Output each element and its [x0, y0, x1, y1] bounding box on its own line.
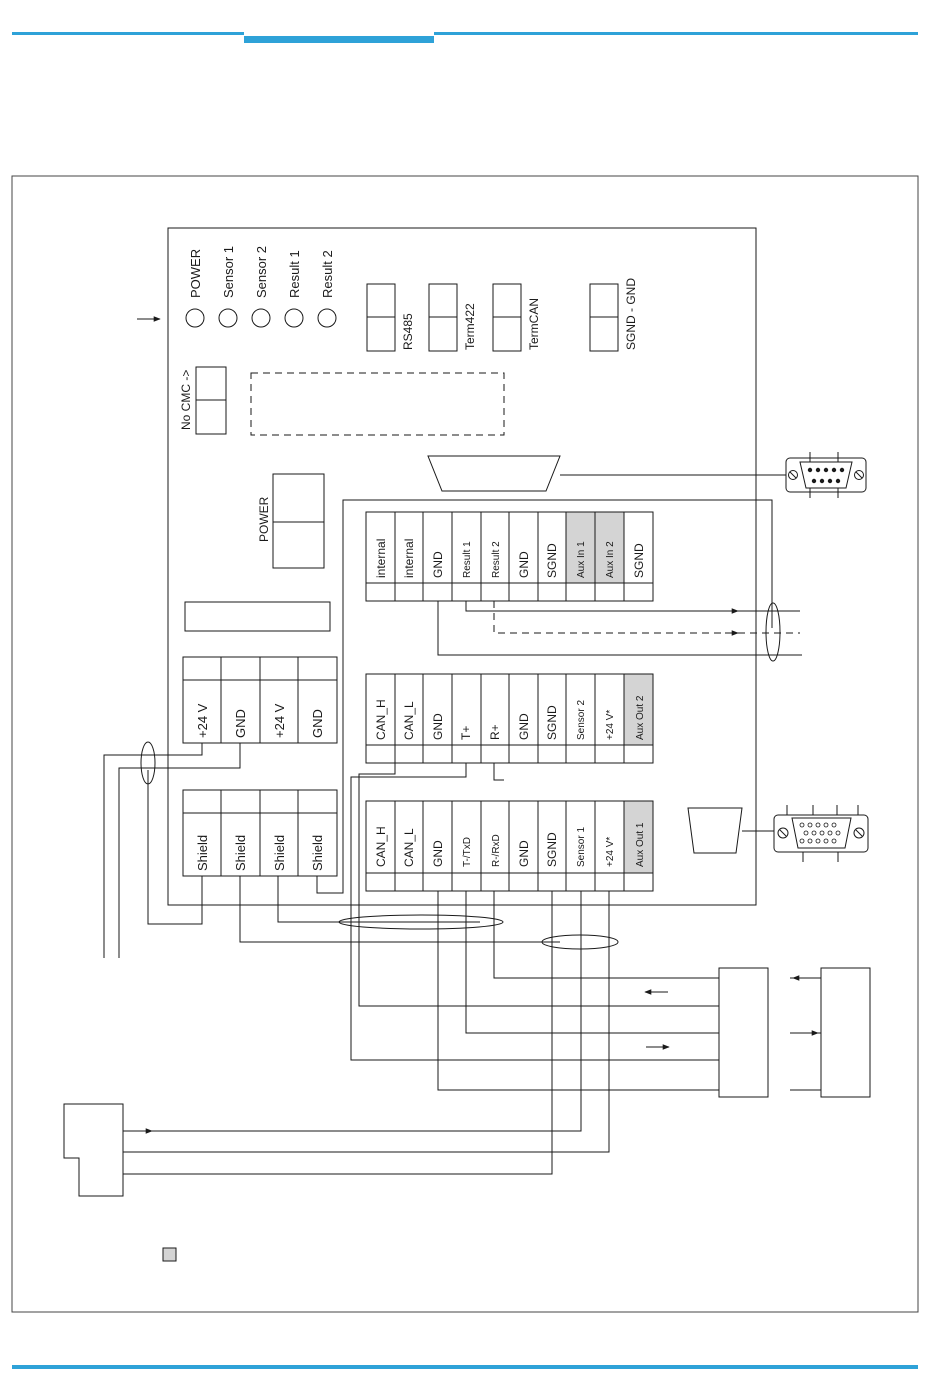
header-rule [12, 32, 918, 43]
subd-15-socket [687, 807, 743, 854]
terminal-block-middle: CAN_H CAN_L GND T+ R+ GND SGND Sensor 2 … [365, 673, 654, 764]
terminal-label: R+ [488, 724, 502, 740]
footer-rule [12, 1365, 918, 1369]
figure-frame [11, 175, 919, 1313]
led-label: Sensor 1 [221, 246, 236, 298]
host-interface-device [718, 967, 769, 1098]
terminal-label: +24 V* [605, 710, 616, 740]
led-label: POWER [188, 249, 203, 298]
terminal-label: SGND [545, 832, 559, 867]
terminal-label: Shield [310, 835, 325, 871]
sensor-device [63, 1103, 124, 1197]
terminal-label: Sensor 2 [576, 700, 587, 740]
led-result-1 [284, 308, 304, 328]
terminal-label: Shield [195, 835, 210, 871]
jumper-label: SGND - GND [624, 278, 638, 350]
terminal-label: GND [233, 709, 248, 738]
no-cmc-label: No CMC -> [179, 370, 193, 430]
subd-15-plug [773, 805, 869, 862]
terminal-block-bottom: CAN_H CAN_L GND T-/TxD R-/RxD GND SGND S… [365, 800, 654, 892]
power-connector [272, 473, 325, 569]
terminal-label: R-/RxD [491, 834, 502, 867]
terminal-label: T-/TxD [462, 837, 473, 867]
terminal-label: CAN_L [402, 701, 416, 740]
terminal-label: SGND [632, 543, 646, 578]
jumper-group: RS485 Term422 TermCAN SGND - GND [366, 278, 638, 352]
terminal-label: internal [402, 539, 416, 578]
terminal-label: internal [374, 539, 388, 578]
terminal-label: GND [517, 713, 531, 740]
terminal-label: +24 V* [605, 837, 616, 867]
cable-bundles [140, 602, 781, 950]
cmc-module-slot [250, 372, 505, 436]
terminal-label: T+ [459, 726, 473, 740]
led-result-2 [317, 308, 337, 328]
power-connector-label: POWER [257, 496, 271, 542]
power-terminal-block: +24 V GND +24 V GND [182, 656, 338, 744]
led-sensor-2 [251, 308, 271, 328]
terminal-label: Aux Out 1 [635, 822, 646, 867]
terminal-label: GND [431, 713, 445, 740]
terminal-label: Aux In 2 [605, 541, 616, 578]
terminal-label: Shield [272, 835, 287, 871]
terminal-label: GND [517, 551, 531, 578]
aux-interface-device [820, 967, 871, 1098]
terminal-label: Aux In 1 [576, 541, 587, 578]
terminal-label: Result 1 [462, 541, 473, 578]
terminal-label: +24 V [272, 703, 287, 738]
jumper-label: Term422 [463, 303, 477, 350]
signal-arrows [135, 608, 819, 1134]
terminal-label: CAN_H [374, 826, 388, 867]
terminal-label: GND [431, 840, 445, 867]
terminal-label: SGND [545, 705, 559, 740]
terminal-label: CAN_H [374, 699, 388, 740]
led-label: Result 1 [287, 250, 302, 298]
connection-module-board [167, 227, 757, 906]
jumper-label: TermCAN [527, 298, 541, 350]
led-label: Result 2 [320, 250, 335, 298]
terminal-label: Shield [233, 835, 248, 871]
shield-terminal-block: Shield Shield Shield Shield [182, 789, 338, 877]
jumper-label: RS485 [401, 313, 415, 350]
led-sensor-1 [218, 308, 238, 328]
external-devices [63, 967, 871, 1197]
terminal-label: CAN_L [402, 828, 416, 867]
terminal-block-top: internal internal GND Result 1 Result 2 … [365, 511, 654, 602]
terminal-label: SGND [545, 543, 559, 578]
terminal-label: Sensor 1 [576, 827, 587, 867]
legend-swatch [162, 1247, 177, 1262]
subd-9-socket [427, 455, 561, 492]
terminal-label: GND [517, 840, 531, 867]
terminal-label: GND [431, 551, 445, 578]
terminal-label: Result 2 [491, 541, 502, 578]
led-power [185, 308, 205, 328]
terminal-label: GND [310, 709, 325, 738]
led-label: Sensor 2 [254, 246, 269, 298]
subd-9-plug [785, 452, 867, 498]
terminal-label: +24 V [195, 703, 210, 738]
terminal-label: Aux Out 2 [635, 695, 646, 740]
label-plate [184, 601, 331, 632]
led-group: POWER Sensor 1 Sensor 2 Result 1 Result … [185, 246, 337, 328]
